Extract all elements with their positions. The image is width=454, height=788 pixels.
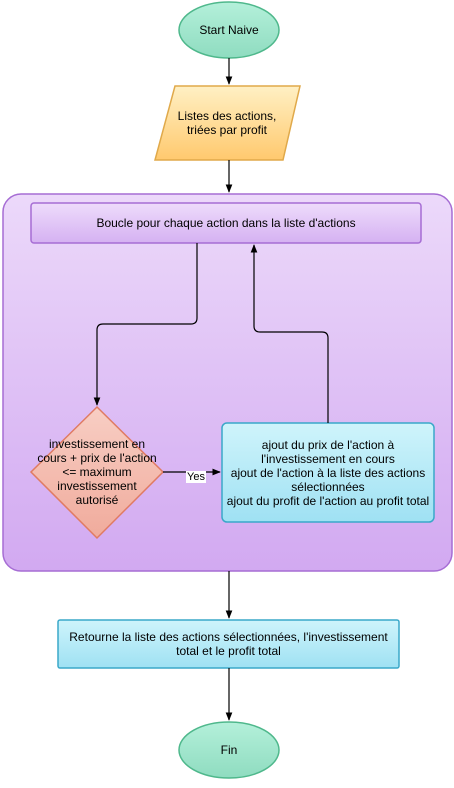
end-label: Fin xyxy=(220,743,238,757)
decision-diamond xyxy=(29,405,165,540)
output-label: Retourne la liste des actions sélectionn… xyxy=(69,630,388,658)
process-label: ajout du prix de l'action à l'investisse… xyxy=(226,437,430,508)
input-parallelogram xyxy=(154,85,301,161)
start-label: Start Naive xyxy=(199,23,259,37)
loop-label: Boucle pour chaque action dans la liste … xyxy=(96,216,356,230)
loop-header-box xyxy=(30,202,422,244)
edge-loop-to-decision xyxy=(93,243,198,406)
yes-edge-label: Yes xyxy=(186,471,206,483)
end-terminal xyxy=(178,721,280,779)
edge-process-back-to-loop xyxy=(250,244,329,423)
input-label: Listes des actions, triées par profit xyxy=(177,109,277,137)
condition-label: investissement en cours + prix de l'acti… xyxy=(37,437,157,507)
